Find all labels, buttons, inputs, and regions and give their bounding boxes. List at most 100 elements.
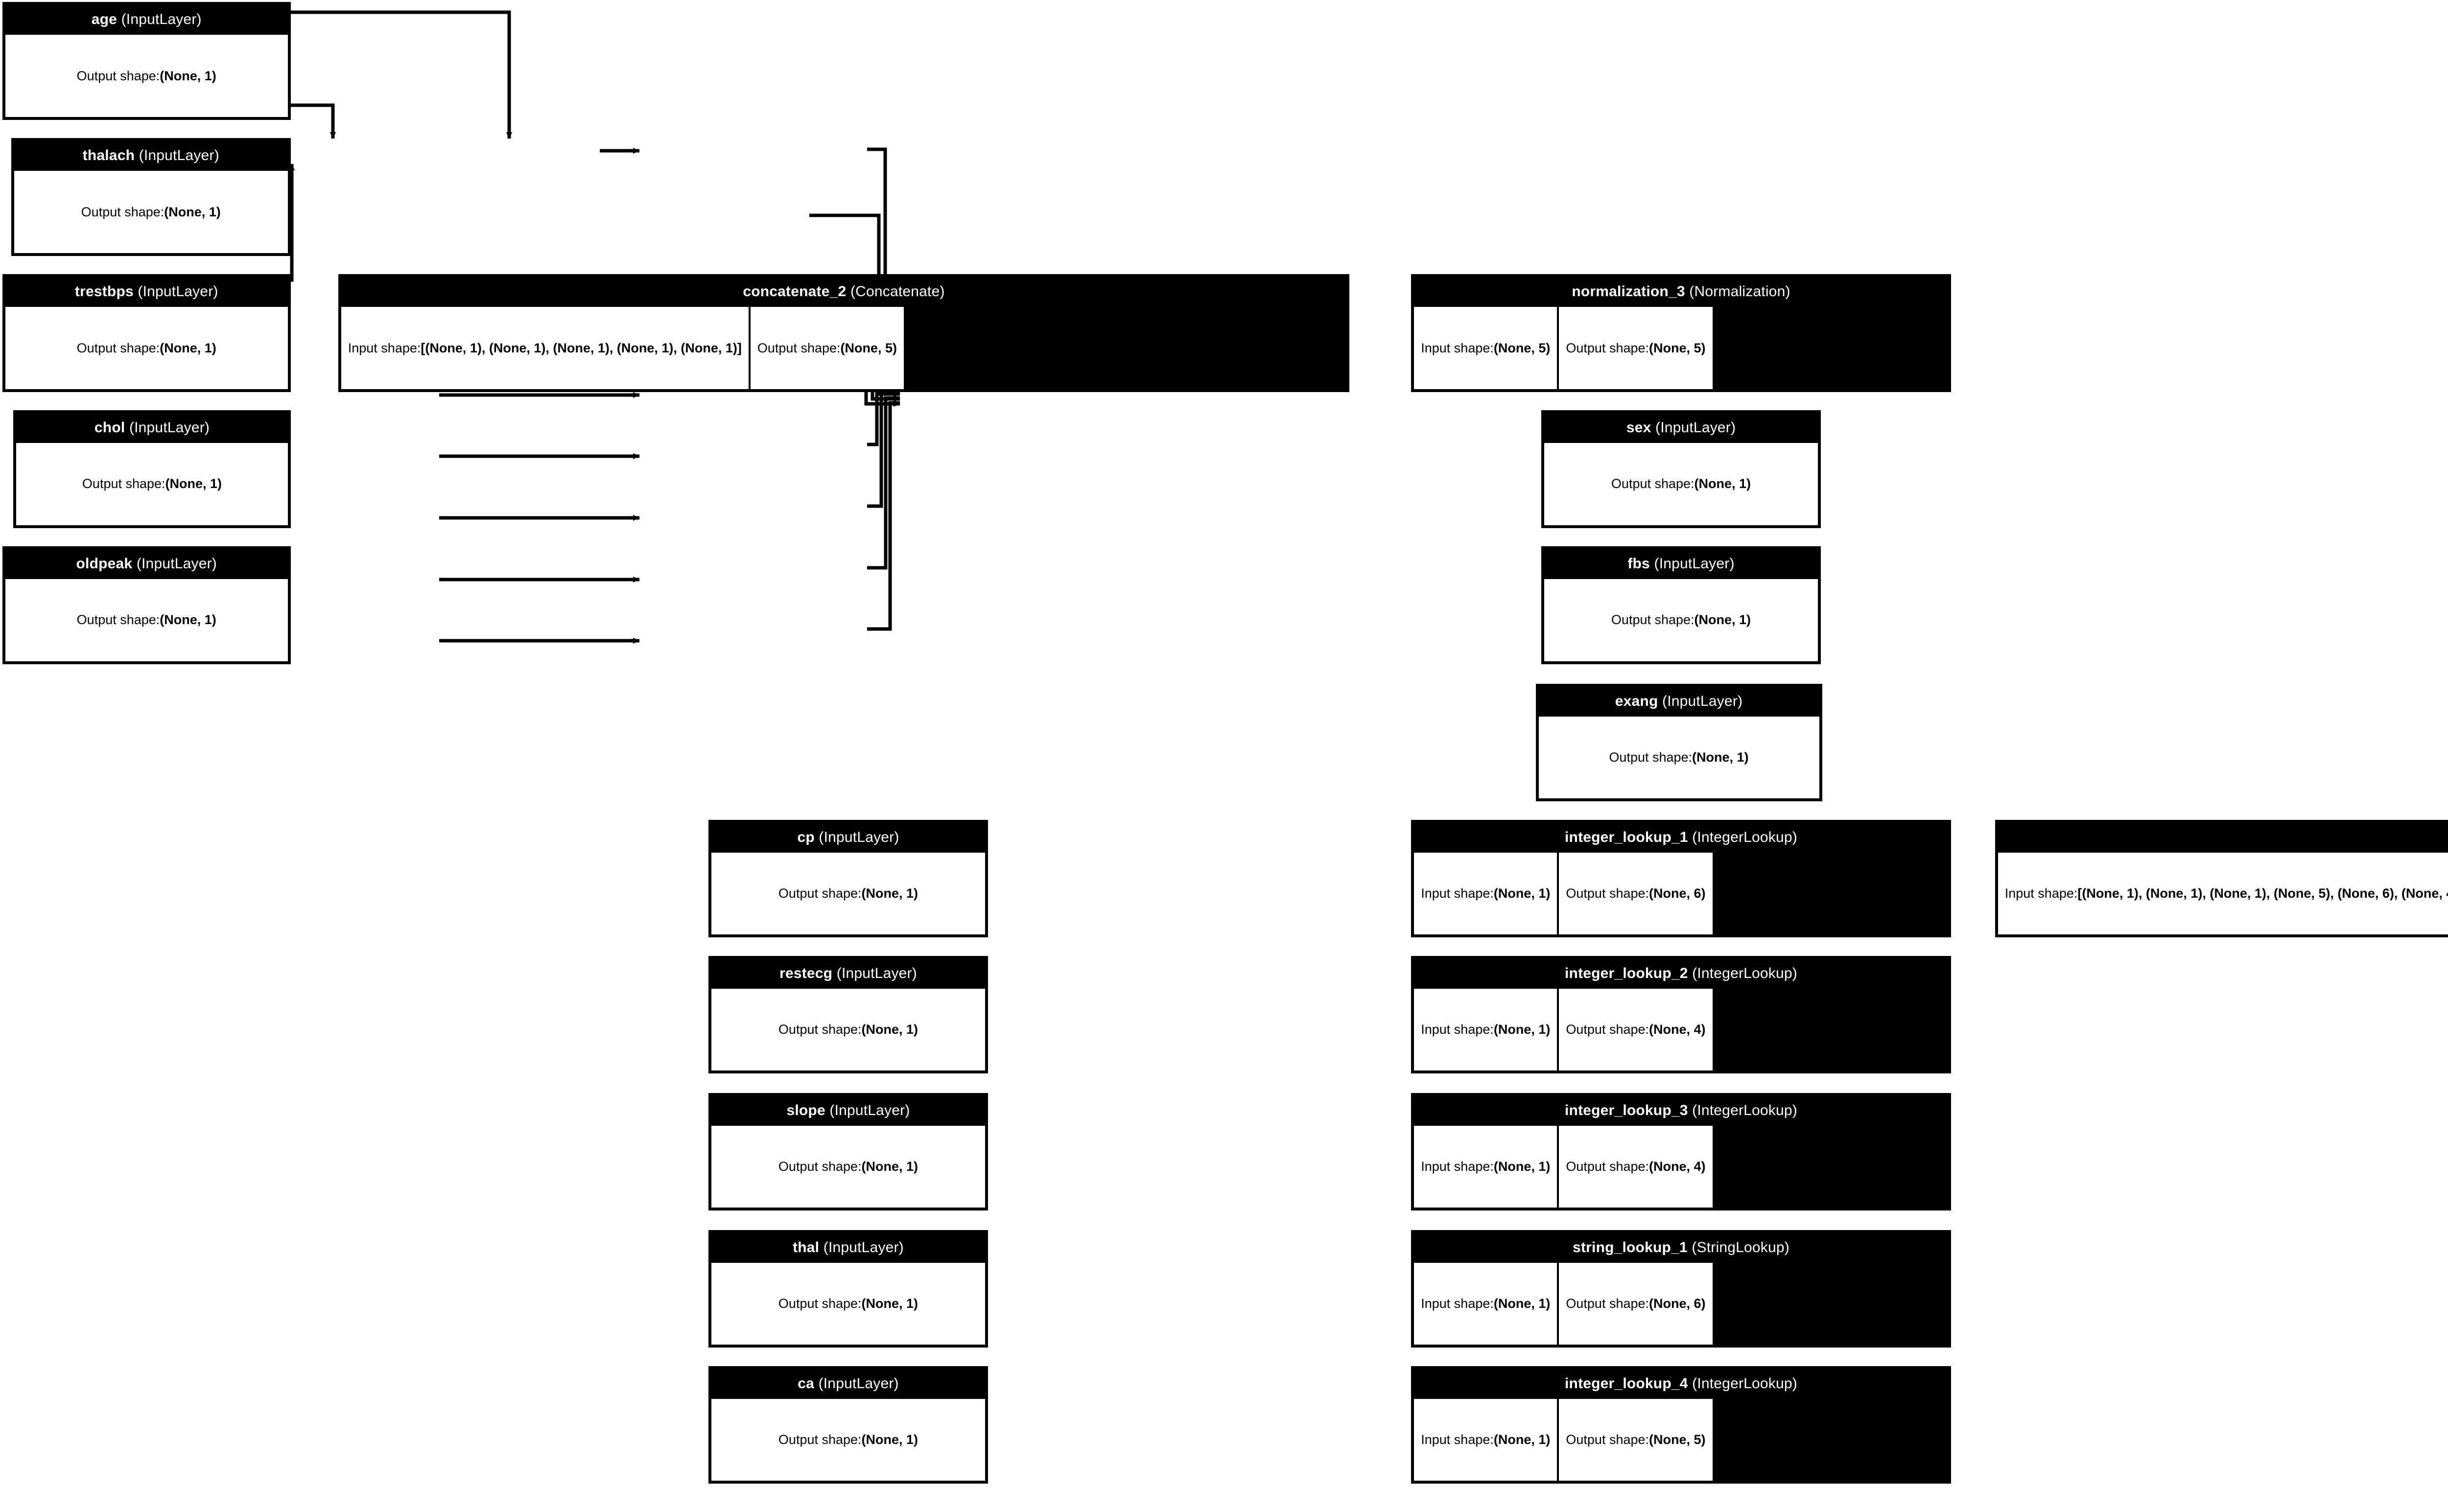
output-shape-field: Output shape: (None, 1) — [1544, 443, 1818, 525]
layer-node-thalach[interactable]: thalach (InputLayer) Output shape: (None,… — [11, 138, 291, 256]
output-shape-field-label: Output shape: — [81, 204, 165, 219]
output-shape-field: Output shape: (None, 6) — [1559, 1263, 1713, 1345]
output-shape-field-label: Output shape: — [1566, 1296, 1649, 1311]
layer-node-slope[interactable]: slope (InputLayer)Output shape: (None, 1… — [708, 1093, 989, 1210]
layer-class: (InputLayer) — [818, 1375, 899, 1392]
layer-class: (IntegerLookup) — [1692, 1375, 1797, 1392]
layer-node-exang[interactable]: exang (InputLayer)Output shape: (None, 1… — [1535, 683, 1822, 801]
layer-node-cp[interactable]: cp (InputLayer)Output shape: (None, 1) — [708, 819, 989, 937]
layer-node-fields: Output shape: (None, 1) — [1537, 716, 1821, 800]
layer-node-fields: Output shape: (None, 1) — [3, 307, 289, 391]
layer-node-ca[interactable]: ca (InputLayer) Output shape: (None, 1) — [708, 1366, 989, 1484]
layer-class: (InputLayer) — [1655, 419, 1736, 436]
layer-node-integer_lookup_2[interactable]: integer_lookup_2 (IntegerLookup)Input sh… — [1411, 955, 1951, 1073]
output-shape-field: Output shape: (None, 4) — [1559, 1125, 1713, 1208]
layer-class: (InputLayer) — [1654, 556, 1735, 572]
layer-node-fields: Output shape: (None, 1) — [709, 852, 987, 936]
output-shape-field-value: (None, 4) — [1649, 1022, 1706, 1037]
layer-class: (InputLayer) — [1662, 693, 1743, 709]
layer-name: age — [91, 11, 118, 28]
layer-node-integer_lookup_3[interactable]: integer_lookup_3 (IntegerLookup)Input sh… — [1411, 1093, 1951, 1210]
layer-class: (InputLayer) — [829, 1102, 910, 1118]
output-shape-field-label: Output shape: — [1566, 340, 1649, 355]
layer-node-fields: Input shape: (None, 1)Output shape: (Non… — [1412, 1263, 1950, 1347]
layer-class: (InputLayer) — [823, 1239, 904, 1256]
input-shape-field: Input shape: (None, 1) — [1414, 1263, 1557, 1345]
input-shape-field-value: (None, 1) — [1493, 1296, 1551, 1311]
layer-node-fbs[interactable]: fbs (InputLayer)Output shape: (None, 1) — [1541, 546, 1821, 664]
layer-node-fields: Input shape: (None, 1)Output shape: (Non… — [1412, 852, 1950, 936]
layer-node-title: concatenate_2 (Concatenate) — [339, 276, 1348, 307]
layer-node-fields: Output shape: (None, 1) — [3, 579, 289, 663]
output-shape-field-value: (None, 6) — [1649, 885, 1706, 901]
layer-node-concatenate_3[interactable]: concatenate_3 (Concatenate)Input shape: … — [1995, 819, 2448, 937]
output-shape-field: Output shape: (None, 6) — [1559, 852, 1713, 934]
layer-node-sex[interactable]: sex (InputLayer) Output shape: (None, 1) — [1541, 410, 1821, 528]
output-shape-field-value: (None, 1) — [164, 204, 221, 219]
layer-name: trestbps — [74, 283, 134, 300]
layer-name: thalach — [82, 147, 135, 164]
output-shape-field: Output shape: (None, 1) — [711, 1263, 986, 1345]
output-shape-field-label: Output shape: — [76, 612, 160, 628]
layer-name: string_lookup_1 — [1573, 1239, 1688, 1256]
output-shape-field-value: (None, 1) — [160, 68, 216, 83]
layer-name: fbs — [1627, 556, 1650, 572]
output-shape-field-value: (None, 1) — [861, 1296, 918, 1311]
layer-name: chol — [94, 419, 125, 436]
output-shape-field-label: Output shape: — [778, 1432, 862, 1447]
output-shape-field-value: (None, 1) — [861, 1432, 918, 1447]
layer-node-title: slope (InputLayer) — [709, 1094, 987, 1126]
layer-node-restecg[interactable]: restecg (InputLayer)Output shape: (None,… — [708, 955, 989, 1073]
layer-node-oldpeak[interactable]: oldpeak (InputLayer)Output shape: (None,… — [2, 546, 291, 664]
layer-node-string_lookup_1[interactable]: string_lookup_1 (StringLookup)Input shap… — [1411, 1230, 1951, 1348]
output-shape-field: Output shape: (None, 4) — [1559, 988, 1713, 1070]
layer-name: integer_lookup_4 — [1565, 1375, 1688, 1392]
layer-node-integer_lookup_1[interactable]: integer_lookup_1 (IntegerLookup)Input sh… — [1411, 819, 1951, 937]
layer-name: ca — [798, 1375, 815, 1392]
layer-node-title: thalach (InputLayer) — [12, 140, 289, 171]
layer-name: integer_lookup_1 — [1565, 829, 1688, 845]
layer-node-fields: Input shape: (None, 1)Output shape: (Non… — [1412, 1398, 1950, 1483]
layer-class: (InputLayer) — [139, 147, 219, 164]
layer-name: cp — [797, 829, 815, 845]
layer-name: normalization_3 — [1572, 283, 1685, 300]
layer-name: slope — [786, 1102, 825, 1118]
layer-node-integer_lookup_4[interactable]: integer_lookup_4 (IntegerLookup)Input sh… — [1411, 1366, 1951, 1484]
layer-node-title: integer_lookup_4 (IntegerLookup) — [1412, 1367, 1950, 1399]
layer-node-trestbps[interactable]: trestbps (InputLayer) Output shape: (None… — [2, 274, 291, 392]
input-shape-field: Input shape: (None, 1) — [1414, 1125, 1557, 1208]
output-shape-field-label: Output shape: — [76, 68, 160, 83]
input-shape-field: Input shape: [(None, 1), (None, 1), (Non… — [1998, 852, 2448, 934]
layer-class: (InputLayer) — [136, 556, 217, 572]
layer-node-thal[interactable]: thal (InputLayer)Output shape: (None, 1) — [708, 1230, 989, 1348]
output-shape-field: Output shape: (None, 1) — [711, 852, 986, 934]
layer-class: (InputLayer) — [836, 965, 917, 981]
output-shape-field-value: (None, 5) — [840, 340, 897, 355]
output-shape-field: Output shape: (None, 5) — [750, 307, 904, 389]
layer-node-chol[interactable]: chol (InputLayer)Output shape: (None, 1) — [13, 410, 291, 528]
output-shape-field: Output shape: (None, 5) — [1559, 307, 1713, 389]
output-shape-field: Output shape: (None, 1) — [5, 35, 288, 117]
layer-name: restecg — [779, 965, 833, 981]
output-shape-field-value: (None, 1) — [1694, 612, 1751, 628]
layer-node-concatenate_2[interactable]: concatenate_2 (Concatenate)Input shape: … — [338, 274, 1350, 392]
layer-name: sex — [1626, 419, 1651, 436]
layer-node-title: cp (InputLayer) — [709, 821, 987, 853]
layer-node-title: fbs (InputLayer) — [1542, 548, 1820, 580]
layer-node-age[interactable]: age (InputLayer)Output shape: (None, 1) — [2, 2, 291, 120]
input-shape-field-value: [(None, 1), (None, 1), (None, 1), (None,… — [2077, 885, 2448, 901]
output-shape-field-label: Output shape: — [1609, 749, 1693, 765]
output-shape-field-value: (None, 5) — [1649, 1432, 1706, 1447]
layer-node-normalization_3[interactable]: normalization_3 (Normalization)Input sha… — [1411, 274, 1951, 392]
output-shape-field-value: (None, 1) — [165, 476, 222, 491]
input-shape-field-label: Input shape: — [1421, 1159, 1494, 1174]
input-shape-field-label: Input shape: — [1421, 340, 1494, 355]
input-shape-field-label: Input shape: — [1421, 1022, 1494, 1037]
output-shape-field-value: (None, 1) — [861, 1159, 918, 1174]
edge-integer_lookup_3-to-concatenate_3 — [867, 390, 900, 508]
edge-integer_lookup_4-to-concatenate_3 — [867, 400, 900, 631]
layer-class: (InputLayer) — [129, 419, 210, 436]
layer-class: (InputLayer) — [138, 283, 218, 300]
